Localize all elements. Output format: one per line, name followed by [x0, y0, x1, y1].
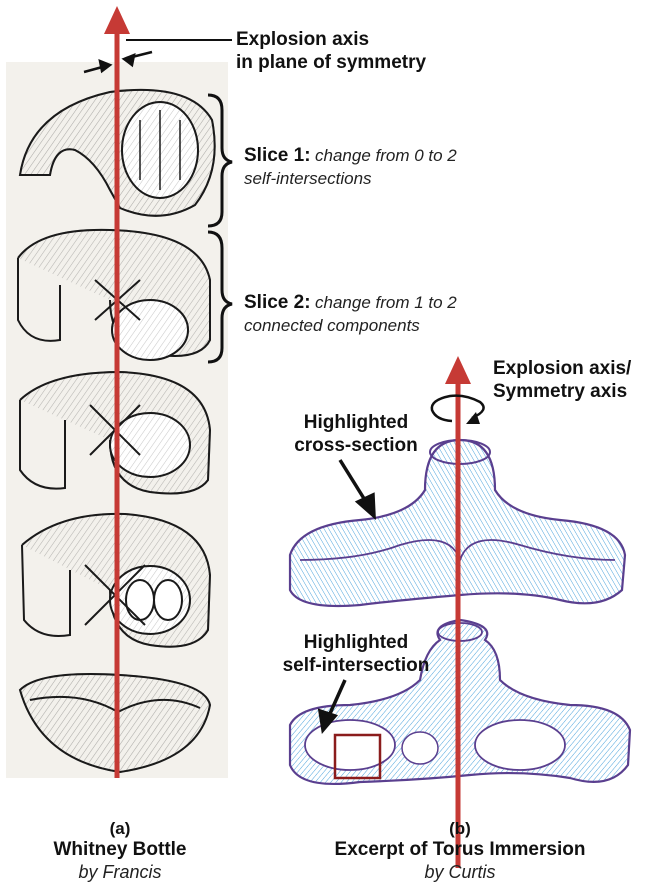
highlighted-cross-section-line2: cross-section	[286, 435, 426, 457]
highlighted-self-intersection-line1: Highlighted	[276, 632, 436, 654]
slice-1-label: Slice 1: change from 0 to 2	[244, 145, 504, 167]
slice-2-italic-line1: change from 1 to 2	[315, 293, 457, 312]
caption-b: (b) Excerpt of Torus Immersion by Curtis	[300, 818, 620, 883]
explosion-symmetry-axis-line1: Explosion axis/	[493, 358, 631, 380]
highlighted-cross-section-line1: Highlighted	[286, 412, 426, 434]
caption-a-label: (a)	[20, 818, 220, 839]
whitney-bottle-drawing	[6, 6, 232, 778]
slice-1-bold-label: Slice 1:	[244, 145, 311, 166]
slice-1-italic-line1: change from 0 to 2	[315, 146, 457, 165]
explosion-axis-title: Explosion axis	[236, 29, 369, 51]
slice-2-label: Slice 2: change from 1 to 2	[244, 292, 524, 314]
highlighted-self-intersection-line2: self-intersection	[276, 655, 436, 677]
slice-2-bold-label: Slice 2:	[244, 292, 311, 313]
pointer-arrow-icon	[340, 460, 374, 516]
caption-a: (a) Whitney Bottle by Francis	[20, 818, 220, 883]
explosion-axis-subtitle: in plane of symmetry	[236, 52, 426, 74]
slice-2-italic-line2: connected components	[244, 315, 420, 337]
caption-a-title: Whitney Bottle	[20, 839, 220, 861]
caption-b-author: by Curtis	[300, 861, 620, 883]
caption-b-label: (b)	[300, 818, 620, 839]
caption-a-author: by Francis	[20, 861, 220, 883]
slice-1-italic-line2: self-intersections	[244, 168, 372, 190]
arrow-up-icon	[104, 6, 130, 34]
arrow-up-icon	[445, 356, 471, 384]
explosion-symmetry-axis-line2: Symmetry axis	[493, 381, 627, 403]
caption-b-title: Excerpt of Torus Immersion	[300, 839, 620, 861]
